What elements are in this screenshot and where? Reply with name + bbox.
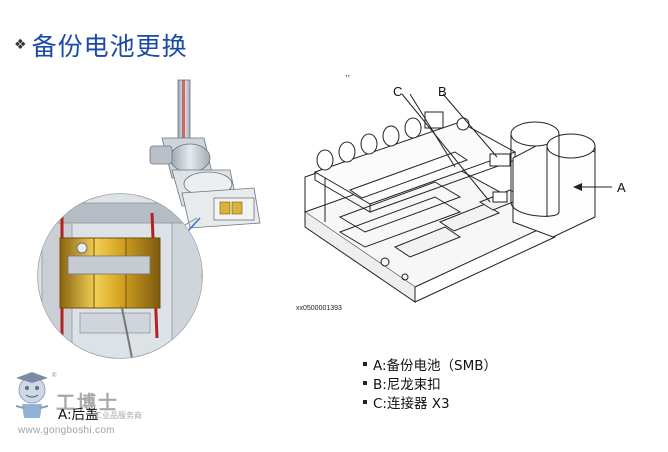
- slide-title: ❖ 备份电池更换: [14, 27, 188, 63]
- pcb-battery-diagram: ,,: [303, 72, 612, 303]
- diagram-label-c: C: [393, 84, 403, 99]
- svg-text:,,: ,,: [345, 72, 350, 78]
- registered-mark: ®: [52, 373, 57, 379]
- robot-caption: A:后盖: [58, 403, 99, 423]
- legend-item: C:连接器 X3: [363, 392, 497, 412]
- legend-item: A:备份电池（SMB）: [363, 354, 498, 374]
- legend-item-text: B:尼龙束扣: [373, 376, 441, 393]
- watermark-name: 工博士: [56, 392, 120, 414]
- diamond-bullet-icon: ❖: [14, 37, 27, 53]
- square-bullet-icon: [363, 380, 367, 385]
- mascot-logo-icon: [15, 372, 49, 418]
- caption-text: A:后盖: [58, 407, 99, 423]
- watermark: ® 工博士 工业品服务商 www.gongboshi.com: [8, 370, 158, 440]
- square-bullet-icon: [363, 361, 367, 366]
- diagram-part-code: xx0500001393: [296, 305, 342, 312]
- diagram-label-a: A: [617, 180, 626, 195]
- legend-item: B:尼龙束扣: [363, 373, 497, 393]
- watermark-url: www.gongboshi.com: [18, 425, 115, 436]
- diagram-label-b: B: [438, 84, 447, 99]
- robot-arm-battery-illustration: [37, 79, 261, 359]
- page-title: 备份电池更换: [31, 32, 188, 61]
- legend-item-text: C:连接器 X3: [373, 395, 450, 412]
- legend-item-text: A:备份电池（SMB）: [373, 357, 498, 374]
- square-bullet-icon: [363, 399, 367, 404]
- parts-legend: A:备份电池（SMB） B:尼龙束扣 C:连接器 X3: [363, 354, 498, 412]
- watermark-subtitle: 工业品服务商: [94, 411, 142, 420]
